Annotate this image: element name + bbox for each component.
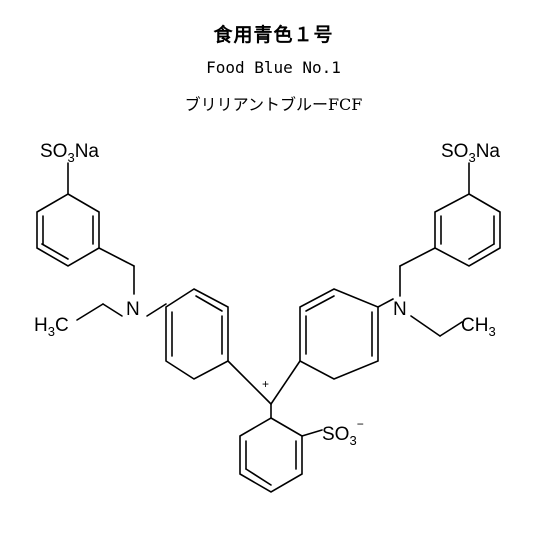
- ring-bottom: [239, 417, 303, 493]
- label-sulfonate-bottom: SO3−: [322, 417, 364, 448]
- title-english: Food Blue No.1: [206, 58, 341, 77]
- bond-n-ethyl-right: [410, 315, 441, 337]
- label-nitrogen-right: N: [393, 299, 407, 320]
- label-sulfonate-left: SO3Na: [40, 141, 99, 165]
- bond-center-right: [270, 360, 301, 405]
- title-japanese: 食用青色１号: [213, 24, 334, 46]
- label-ethyl-left: H3C: [34, 315, 69, 339]
- bond-so3-bottom: [301, 429, 323, 437]
- label-ethyl-right: CH3: [461, 315, 496, 339]
- ring-top-right: [434, 193, 501, 267]
- bond-ethyl-left: [76, 303, 104, 321]
- label-positive-charge: +: [262, 377, 269, 391]
- bond-n-ring-right: [377, 298, 394, 308]
- bond-ch2-left-a: [98, 247, 135, 267]
- label-sulfonate-right: SO3Na: [441, 141, 500, 165]
- bond-center-left: [227, 360, 272, 405]
- label-nitrogen-left: N: [126, 299, 140, 320]
- bond-ethyl-right: [439, 321, 463, 337]
- bond-n-ring-left: [146, 303, 167, 317]
- ring-top-left: [36, 193, 100, 267]
- title-trade-name: ブリリアントブルーFCF: [184, 95, 363, 114]
- bond-ch2-right-b: [399, 247, 436, 267]
- ring-middle-right: [299, 288, 379, 380]
- ring-middle-left: [165, 288, 229, 380]
- bond-n-ethyl-left: [102, 303, 123, 317]
